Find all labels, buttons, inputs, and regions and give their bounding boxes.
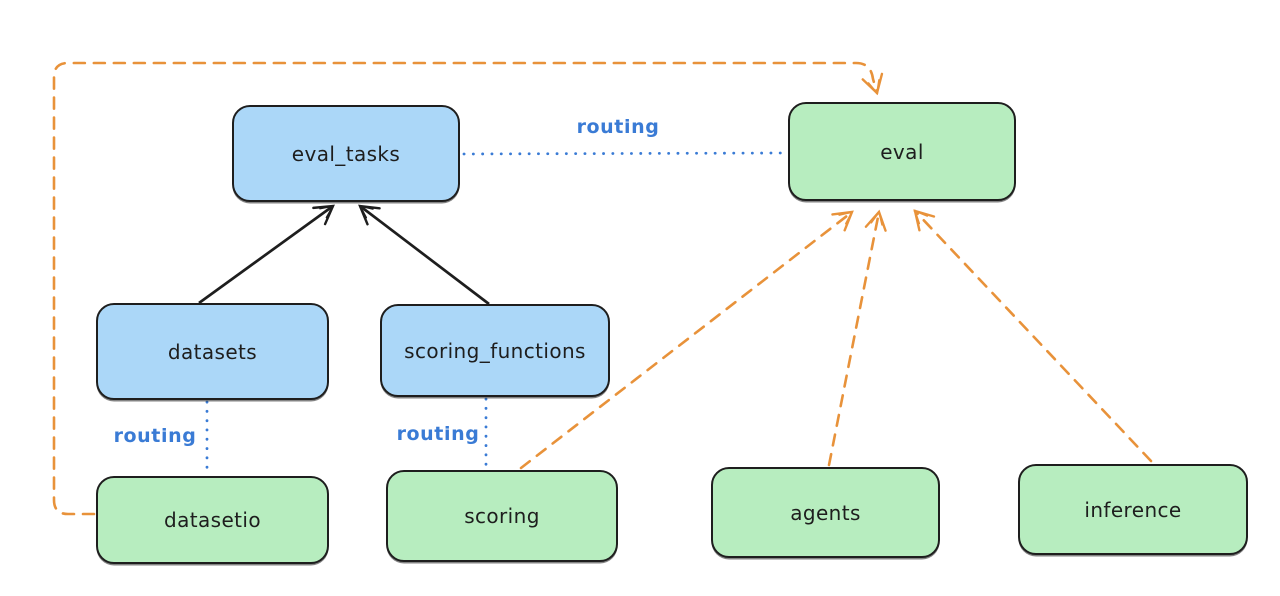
edge-datasets-to-eval-tasks bbox=[198, 204, 335, 305]
node-datasetio-label: datasetio bbox=[163, 508, 261, 532]
edge-agents-to-eval bbox=[827, 209, 887, 467]
edge-inference-to-eval bbox=[913, 209, 1153, 463]
node-scoring: scoring bbox=[386, 470, 618, 562]
node-datasets-label: datasets bbox=[167, 339, 258, 364]
node-eval-tasks-label: eval_tasks bbox=[291, 141, 401, 166]
node-agents-label: agents bbox=[790, 500, 861, 525]
node-scoring-label: scoring bbox=[464, 504, 540, 528]
edge-scoring-to-eval bbox=[519, 210, 854, 470]
node-inference-label: inference bbox=[1084, 497, 1182, 522]
routing-label-scoring-functions-scoring: routing bbox=[396, 423, 480, 445]
routing-label-eval-tasks-eval: routing bbox=[576, 116, 660, 138]
edge-eval-tasks-to-eval-routing bbox=[462, 151, 788, 156]
node-eval-tasks: eval_tasks bbox=[232, 105, 460, 202]
node-scoring-functions-label: scoring_functions bbox=[404, 338, 586, 363]
edge-datasetio-to-eval-loop bbox=[52, 61, 884, 516]
node-datasetio: datasetio bbox=[96, 476, 329, 564]
routing-label-datasets-datasetio: routing bbox=[113, 425, 197, 447]
node-inference: inference bbox=[1018, 464, 1248, 555]
node-eval: eval bbox=[788, 102, 1016, 201]
node-scoring-functions: scoring_functions bbox=[380, 304, 610, 397]
node-datasets: datasets bbox=[96, 303, 329, 400]
node-agents: agents bbox=[711, 467, 940, 558]
node-eval-label: eval bbox=[880, 139, 924, 164]
edge-scoring-functions-to-eval-tasks bbox=[358, 204, 490, 306]
